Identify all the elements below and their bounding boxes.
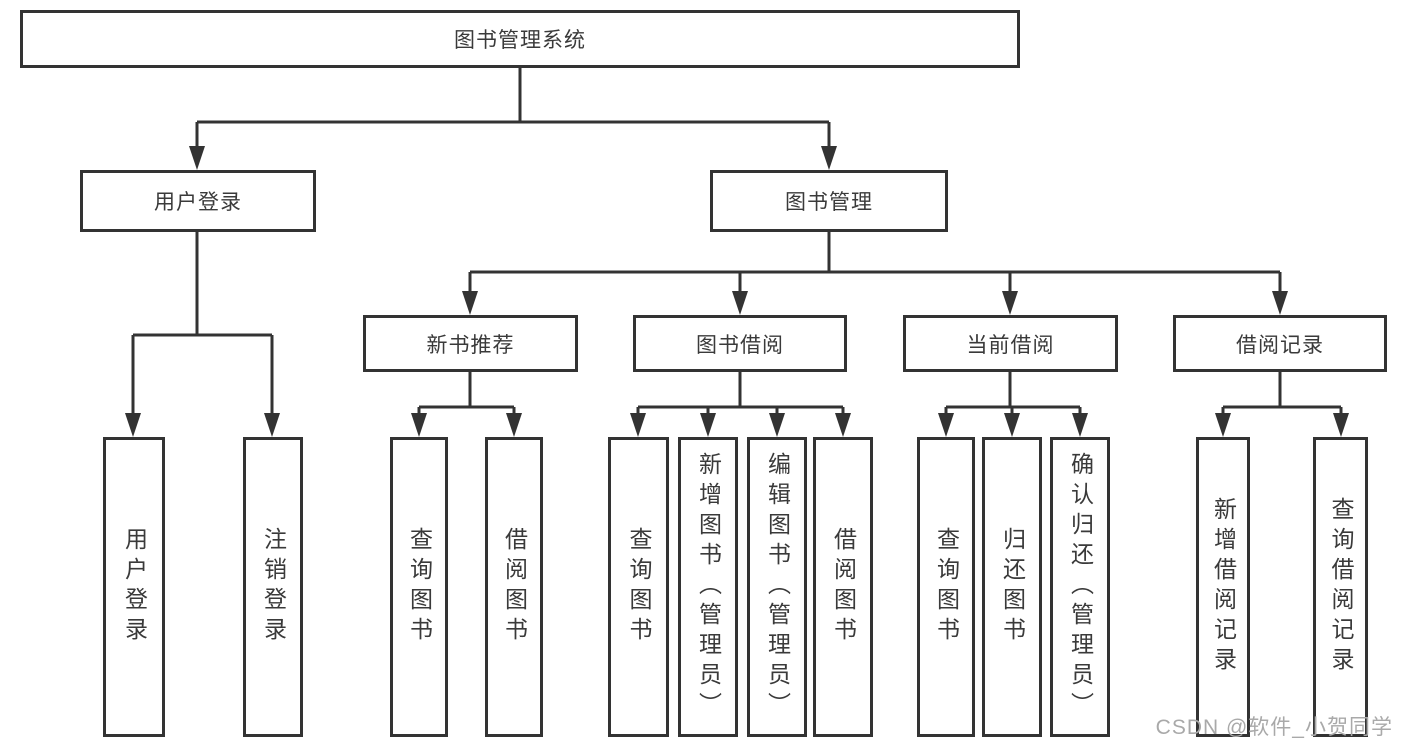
node-label: 当前借阅 (966, 333, 1055, 357)
leaf-label: 查询图书 (933, 527, 960, 647)
leaf-return-books: 归还图书 (982, 437, 1042, 737)
leaf-logout: 注销登录 (243, 437, 303, 737)
leaf-add-borrow-record: 新增借阅记录 (1196, 437, 1250, 737)
leaf-label: 编辑图书（管理员） (764, 452, 791, 722)
leaf-label: 用户登录 (121, 527, 148, 647)
leaf-label: 新增图书（管理员） (695, 452, 722, 722)
node-label: 借阅记录 (1236, 333, 1324, 357)
node-label: 图书管理 (785, 191, 873, 214)
leaf-label: 注销登录 (260, 527, 287, 647)
node-label: 图书借阅 (696, 333, 784, 357)
node-label: 图书管理系统 (454, 29, 586, 52)
leaf-label: 查询借阅记录 (1328, 497, 1354, 677)
node-user-login: 用户登录 (80, 170, 316, 232)
csdn-watermark: CSDN @软件_小贺同学 (1155, 716, 1393, 739)
node-current-borrowing: 当前借阅 (903, 315, 1118, 372)
leaf-query-borrow-record: 查询借阅记录 (1313, 437, 1368, 737)
node-book-management-system: 图书管理系统 (20, 10, 1020, 68)
leaf-confirm-return-admin: 确认归还（管理员） (1050, 437, 1110, 737)
leaf-label: 确认归还（管理员） (1067, 452, 1094, 722)
leaf-label: 归还图书 (999, 527, 1026, 647)
arrowheads (125, 146, 1349, 437)
leaf-label: 查询图书 (626, 527, 652, 647)
leaf-edit-books-admin: 编辑图书（管理员） (747, 437, 807, 737)
node-new-book-recommend: 新书推荐 (363, 315, 578, 372)
leaf-label: 借阅图书 (830, 527, 857, 647)
node-label: 新书推荐 (426, 333, 515, 357)
leaf-query-books-borrowing: 查询图书 (608, 437, 669, 737)
leaf-borrow-books-borrowing: 借阅图书 (813, 437, 873, 737)
leaf-query-books-current: 查询图书 (917, 437, 975, 737)
leaf-label: 新增借阅记录 (1210, 497, 1237, 677)
leaf-label: 借阅图书 (501, 527, 528, 647)
node-book-borrowing: 图书借阅 (633, 315, 847, 372)
node-label: 用户登录 (154, 191, 242, 214)
leaf-label: 查询图书 (406, 527, 433, 647)
leaf-borrow-books-newbooks: 借阅图书 (485, 437, 543, 737)
leaf-query-books-newbooks: 查询图书 (390, 437, 448, 737)
node-book-management: 图书管理 (710, 170, 948, 232)
leaf-user-login: 用户登录 (103, 437, 165, 737)
leaf-add-books-admin: 新增图书（管理员） (678, 437, 738, 737)
node-borrowing-records: 借阅记录 (1173, 315, 1387, 372)
